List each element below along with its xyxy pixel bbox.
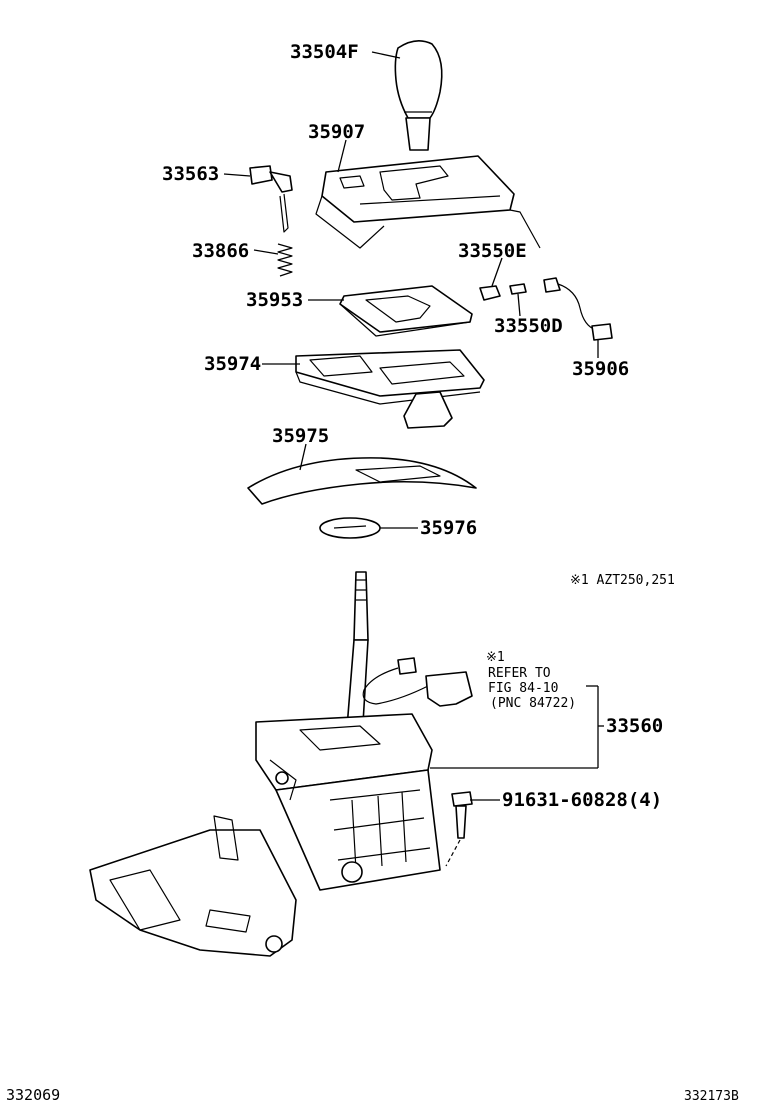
label-35953: 35953 [246,289,303,311]
label-91631-60828: 91631-60828(4) [502,789,662,811]
bolt [445,791,473,867]
label-33550e: 33550E [458,240,527,262]
spring [277,243,293,277]
leader-lines [223,51,604,801]
label-33563: 33563 [162,163,219,185]
shift-knob [394,40,443,151]
indicator-plate [339,285,473,337]
label-35906: 35906 [572,358,629,380]
indicator-housing [295,349,485,429]
bulb-socket [479,283,527,301]
applicability-note: ※1 AZT250,251 [570,573,675,588]
label-35974: 35974 [204,353,261,375]
shift-lever-assembly [89,571,441,957]
label-33504f: 33504F [290,41,359,63]
cover-plate [319,517,381,539]
shift-bezel [315,155,541,249]
reference-line-1: REFER TO [488,666,551,681]
wire-harness [543,277,613,341]
label-35976: 35976 [420,517,477,539]
diagram-code-left: 332069 [6,1086,60,1104]
position-sensor [362,657,473,707]
label-33560: 33560 [606,715,663,737]
dust-cover [247,457,477,505]
shift-lock-switch [249,165,293,233]
reference-line-3: (PNC 84722) [490,696,576,711]
label-33866: 33866 [192,240,249,262]
reference-mark: ※1 [486,650,505,665]
label-35975: 35975 [272,425,329,447]
label-33550d: 33550D [494,315,563,337]
diagram-code-right: 332173B [684,1089,739,1104]
label-35907: 35907 [308,121,365,143]
reference-line-2: FIG 84-10 [488,681,558,696]
